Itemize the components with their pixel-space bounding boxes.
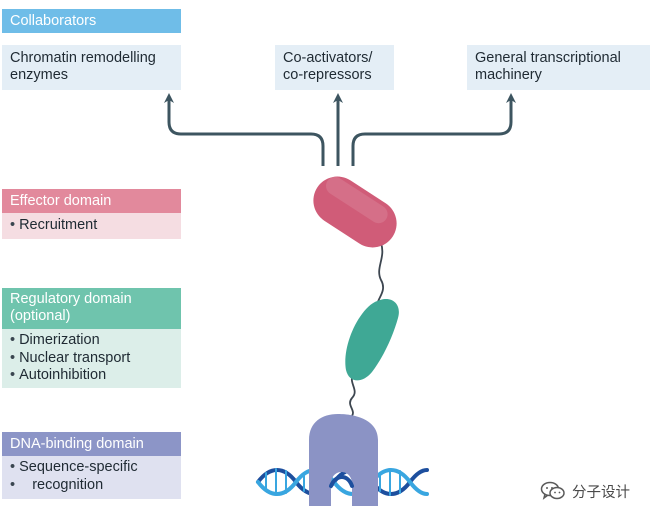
regulatory-header-line: (optional) <box>10 308 71 324</box>
collaborator-label-line: General transcriptional <box>475 50 621 66</box>
arrow-to-chromatin-remodelling <box>164 93 325 166</box>
regulatory-bullet: Autoinhibition <box>10 367 173 385</box>
collaborator-transcriptional-machinery-box: General transcriptional machinery <box>467 45 650 90</box>
regulatory-domain-shape <box>345 298 399 381</box>
collaborator-chromatin-remodelling-box: Chromatin remodelling enzymes <box>2 45 181 90</box>
effector-domain-header: Effector domain <box>2 189 181 213</box>
regulatory-bullet: Nuclear transport <box>10 350 173 368</box>
collaborator-label-line: machinery <box>475 67 542 83</box>
collaborator-label-line: Co-activators/ <box>283 50 373 66</box>
wechat-icon <box>540 481 565 500</box>
regulatory-domain-header: Regulatory domain (optional) <box>2 288 181 329</box>
dna-helix <box>256 468 429 496</box>
dna-binding-bullet-continued: • recognition <box>10 477 173 495</box>
effector-regulatory-linker <box>376 242 384 307</box>
regulatory-header-line: Regulatory domain <box>10 291 132 307</box>
regulatory-dna-linker <box>349 373 356 417</box>
dna-binding-domain-shape <box>309 414 378 506</box>
collaborator-coactivators-box: Co-activators/ co-repressors <box>275 45 394 90</box>
regulatory-domain-box: Dimerization Nuclear transport Autoinhib… <box>2 329 181 388</box>
regulatory-bullet: Dimerization <box>10 332 173 350</box>
dna-binding-domain-header: DNA-binding domain <box>2 432 181 456</box>
watermark: 分子设计 <box>540 479 630 503</box>
dna-binding-bullet: Sequence-specific <box>10 459 173 477</box>
effector-domain-shape <box>313 176 397 248</box>
dna-strand-front <box>329 475 354 488</box>
dna-binding-domain-box: Sequence-specific • recognition <box>2 456 181 499</box>
collaborator-label-line: enzymes <box>10 67 69 83</box>
collaborator-label-line: Chromatin remodelling <box>10 50 156 66</box>
effector-bullet: Recruitment <box>10 217 173 235</box>
watermark-text: 分子设计 <box>572 484 630 501</box>
dna-binding-bullet-text: recognition <box>32 476 104 493</box>
collaborator-label-line: co-repressors <box>283 67 372 83</box>
collaborators-header: Collaborators <box>2 9 181 33</box>
effector-domain-box: Recruitment <box>2 213 181 239</box>
arrow-to-transcriptional-machinery <box>351 93 516 166</box>
